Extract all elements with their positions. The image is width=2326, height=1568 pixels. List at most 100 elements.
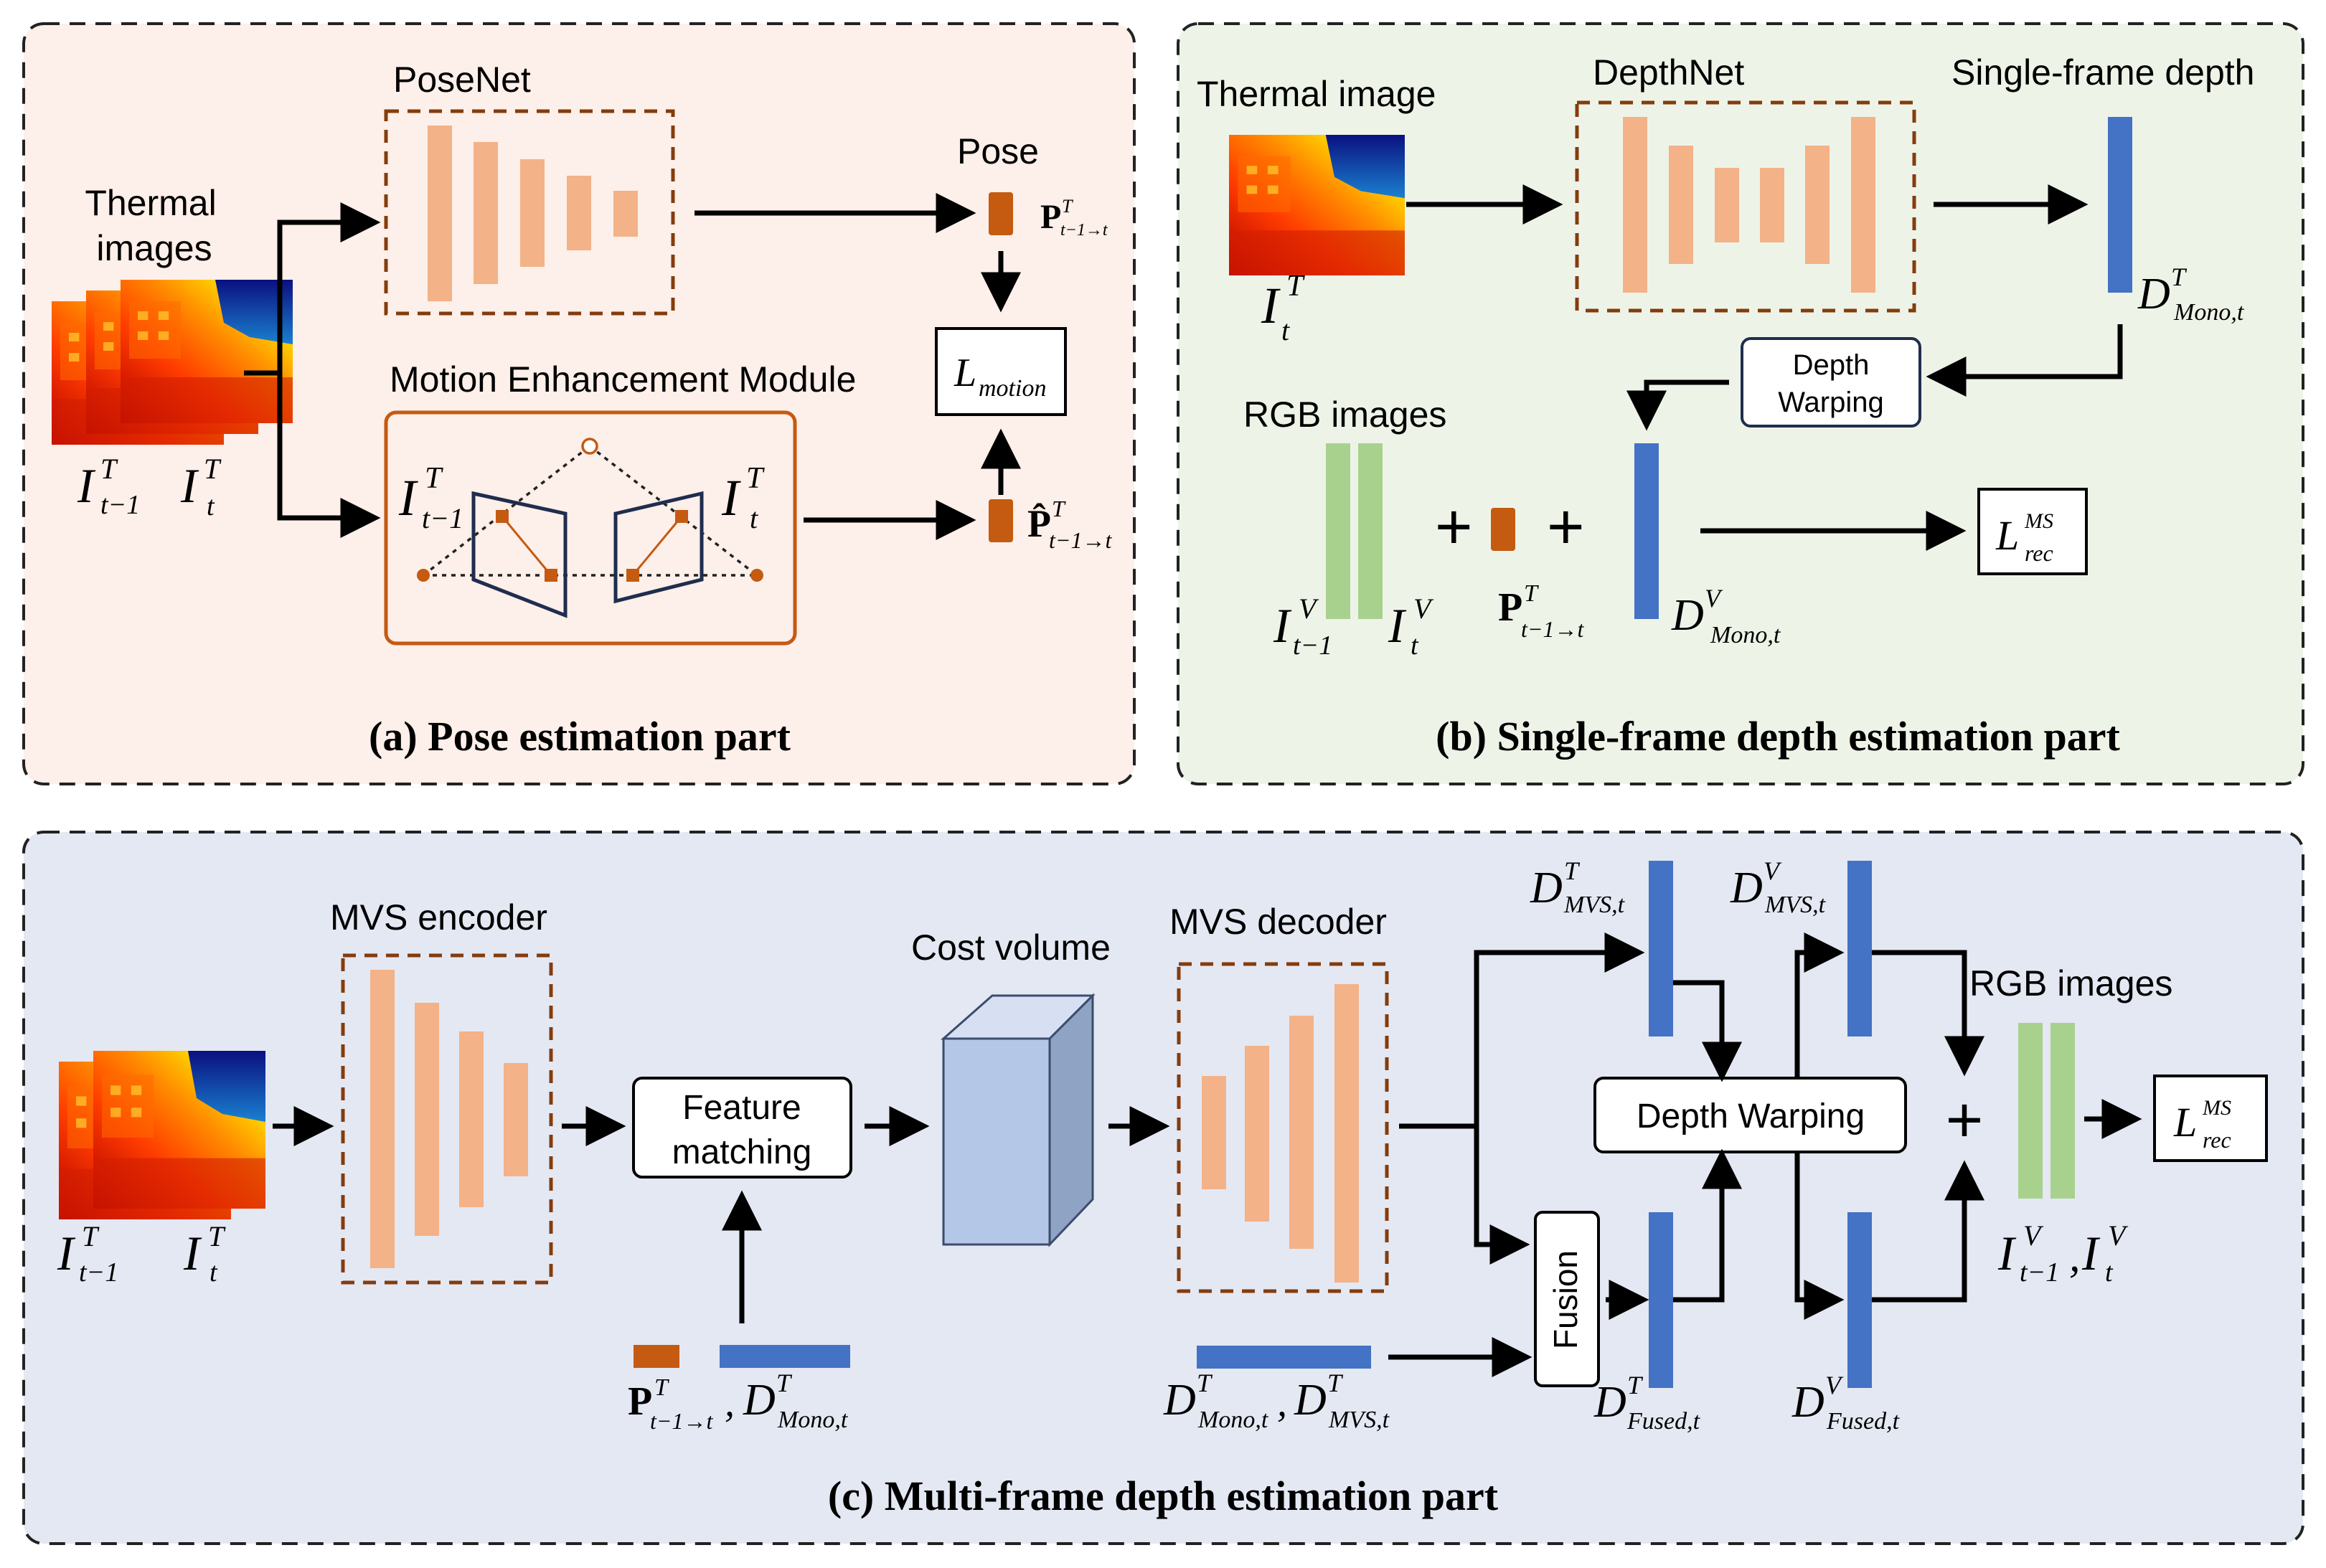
svg-text:T: T xyxy=(425,462,443,495)
svg-text:T: T xyxy=(1564,856,1581,885)
svg-text:t: t xyxy=(1281,314,1290,346)
svg-text:T: T xyxy=(2171,263,2188,291)
svg-text:D: D xyxy=(743,1376,776,1425)
svg-text:L: L xyxy=(2173,1099,2197,1146)
svg-text:I: I xyxy=(180,458,199,513)
svg-text:D: D xyxy=(2137,270,2170,318)
svg-text:T: T xyxy=(1327,1369,1344,1397)
mvs-encoder-box xyxy=(341,953,553,1285)
svg-text:t: t xyxy=(2105,1257,2114,1288)
svg-text:motion: motion xyxy=(979,375,1046,402)
svg-text:T: T xyxy=(654,1374,669,1401)
svg-text:I: I xyxy=(1261,277,1281,334)
pose-vector-c xyxy=(634,1345,679,1368)
svg-text:T: T xyxy=(1627,1371,1644,1399)
svg-text:T: T xyxy=(1052,496,1066,521)
svg-text:I: I xyxy=(77,458,96,513)
rgb-symbols-c: I V t−1 , I V t xyxy=(1997,1219,2129,1288)
rgb-images-label-c: RGB images xyxy=(1969,963,2172,1003)
svg-text:T: T xyxy=(100,453,118,485)
svg-text:T: T xyxy=(208,1220,226,1252)
single-frame-depth-label: Single-frame depth xyxy=(1951,52,2254,93)
svg-text:t−1→t: t−1→t xyxy=(1049,527,1112,553)
mvs-depth-thermal xyxy=(1649,861,1673,1036)
rec-loss-box-c xyxy=(2153,1075,2268,1162)
fusion-label: Fusion xyxy=(1547,1250,1584,1349)
feature-matching-label-line2: matching xyxy=(672,1133,812,1171)
svg-text:D: D xyxy=(1671,591,1704,640)
rgb-image-prev-c xyxy=(2018,1023,2043,1199)
pose-symbol-b: P T t−1→t xyxy=(1498,580,1584,642)
svg-text:I: I xyxy=(57,1226,76,1280)
svg-text:V: V xyxy=(1825,1371,1844,1399)
thermal-images-label-line2: images xyxy=(96,228,212,268)
thermal-symbols: I T t−1 I T t xyxy=(77,453,222,521)
depth-pair-bar xyxy=(1197,1346,1371,1369)
svg-text:Fused,t: Fused,t xyxy=(1626,1408,1701,1435)
thermal-images-stack-c xyxy=(59,1051,265,1219)
svg-text:MVS,t: MVS,t xyxy=(1764,892,1827,918)
svg-text:P: P xyxy=(1040,198,1061,236)
svg-text:Mono,t: Mono,t xyxy=(1710,622,1781,648)
mem-symbols: I T t−1 I T t xyxy=(398,462,765,534)
rgb-image-curr-c xyxy=(2050,1023,2075,1199)
fused-depth-visible-symbol: D V Fused,t xyxy=(1791,1371,1901,1435)
svg-text:Fused,t: Fused,t xyxy=(1826,1408,1901,1435)
svg-text:,: , xyxy=(1277,1381,1287,1425)
cost-volume-label: Cost volume xyxy=(911,927,1111,968)
depth-warping-box xyxy=(1741,337,1921,428)
arrow-depth-to-warping xyxy=(1926,324,2123,397)
mvs-decoder-box xyxy=(1177,962,1389,1293)
mem-box xyxy=(384,410,797,646)
rgb-image-prev xyxy=(1326,443,1350,619)
mvs-decoder-label: MVS decoder xyxy=(1169,902,1387,942)
svg-text:t−1→t: t−1→t xyxy=(1060,221,1108,240)
svg-text:t−1: t−1 xyxy=(1293,630,1332,661)
svg-text:t−1: t−1 xyxy=(79,1257,118,1288)
fused-depth-thermal-symbol: D T Fused,t xyxy=(1593,1371,1701,1435)
depth-warping-box-c xyxy=(1593,1077,1907,1153)
thermal-image-symbol: I T t xyxy=(1261,270,1305,346)
svg-text:V: V xyxy=(2108,1219,2129,1252)
pose-label: Pose xyxy=(957,131,1039,171)
fused-depth-thermal xyxy=(1649,1212,1673,1388)
svg-text:t−1: t−1 xyxy=(100,490,140,520)
phat-vector xyxy=(989,499,1013,542)
cost-volume-cube xyxy=(941,993,1096,1247)
panel-b-caption: (b) Single-frame depth estimation part xyxy=(1436,713,2120,760)
arrow-to-posenet xyxy=(244,202,381,376)
panel-a-caption: (a) Pose estimation part xyxy=(369,713,791,760)
svg-text:P̂: P̂ xyxy=(1027,502,1051,545)
svg-text:V: V xyxy=(1705,584,1723,613)
rgb-images-label: RGB images xyxy=(1243,395,1446,435)
plus-sign-c: + xyxy=(1946,1085,1984,1156)
thermal-images-stack xyxy=(52,280,293,445)
svg-text:P: P xyxy=(1498,585,1522,630)
fusion-box xyxy=(1534,1211,1600,1387)
motion-loss-symbol: L motion xyxy=(954,351,1046,402)
mvs-decoder-layers xyxy=(1202,984,1359,1283)
svg-text:MVS,t: MVS,t xyxy=(1563,892,1626,918)
thermal-image-label: Thermal image xyxy=(1197,74,1436,114)
svg-text:T: T xyxy=(1062,196,1073,217)
svg-text:T: T xyxy=(776,1369,793,1397)
svg-text:L: L xyxy=(1995,512,2019,559)
plus-sign-1: + xyxy=(1435,491,1473,563)
thermal-image xyxy=(1229,135,1405,275)
svg-text:I: I xyxy=(183,1226,202,1280)
svg-text:,: , xyxy=(2069,1232,2081,1281)
svg-text:T: T xyxy=(746,462,765,495)
mono-depth-c xyxy=(720,1345,850,1368)
svg-text:V: V xyxy=(2023,1219,2044,1252)
svg-text:V: V xyxy=(1764,856,1782,885)
svg-text:I: I xyxy=(1997,1226,2017,1280)
svg-text:D: D xyxy=(1730,864,1763,912)
svg-text:T: T xyxy=(1524,580,1539,607)
svg-text:I: I xyxy=(1273,598,1292,653)
single-depth-symbol: D T Mono,t xyxy=(2137,263,2245,326)
depthnet-label: DepthNet xyxy=(1593,52,1744,93)
svg-text:V: V xyxy=(1413,592,1434,625)
arrow-warping-to-mvs-rgb-depth xyxy=(1794,932,1845,1078)
svg-text:MS: MS xyxy=(2202,1096,2231,1120)
svg-text:rec: rec xyxy=(2025,540,2053,566)
